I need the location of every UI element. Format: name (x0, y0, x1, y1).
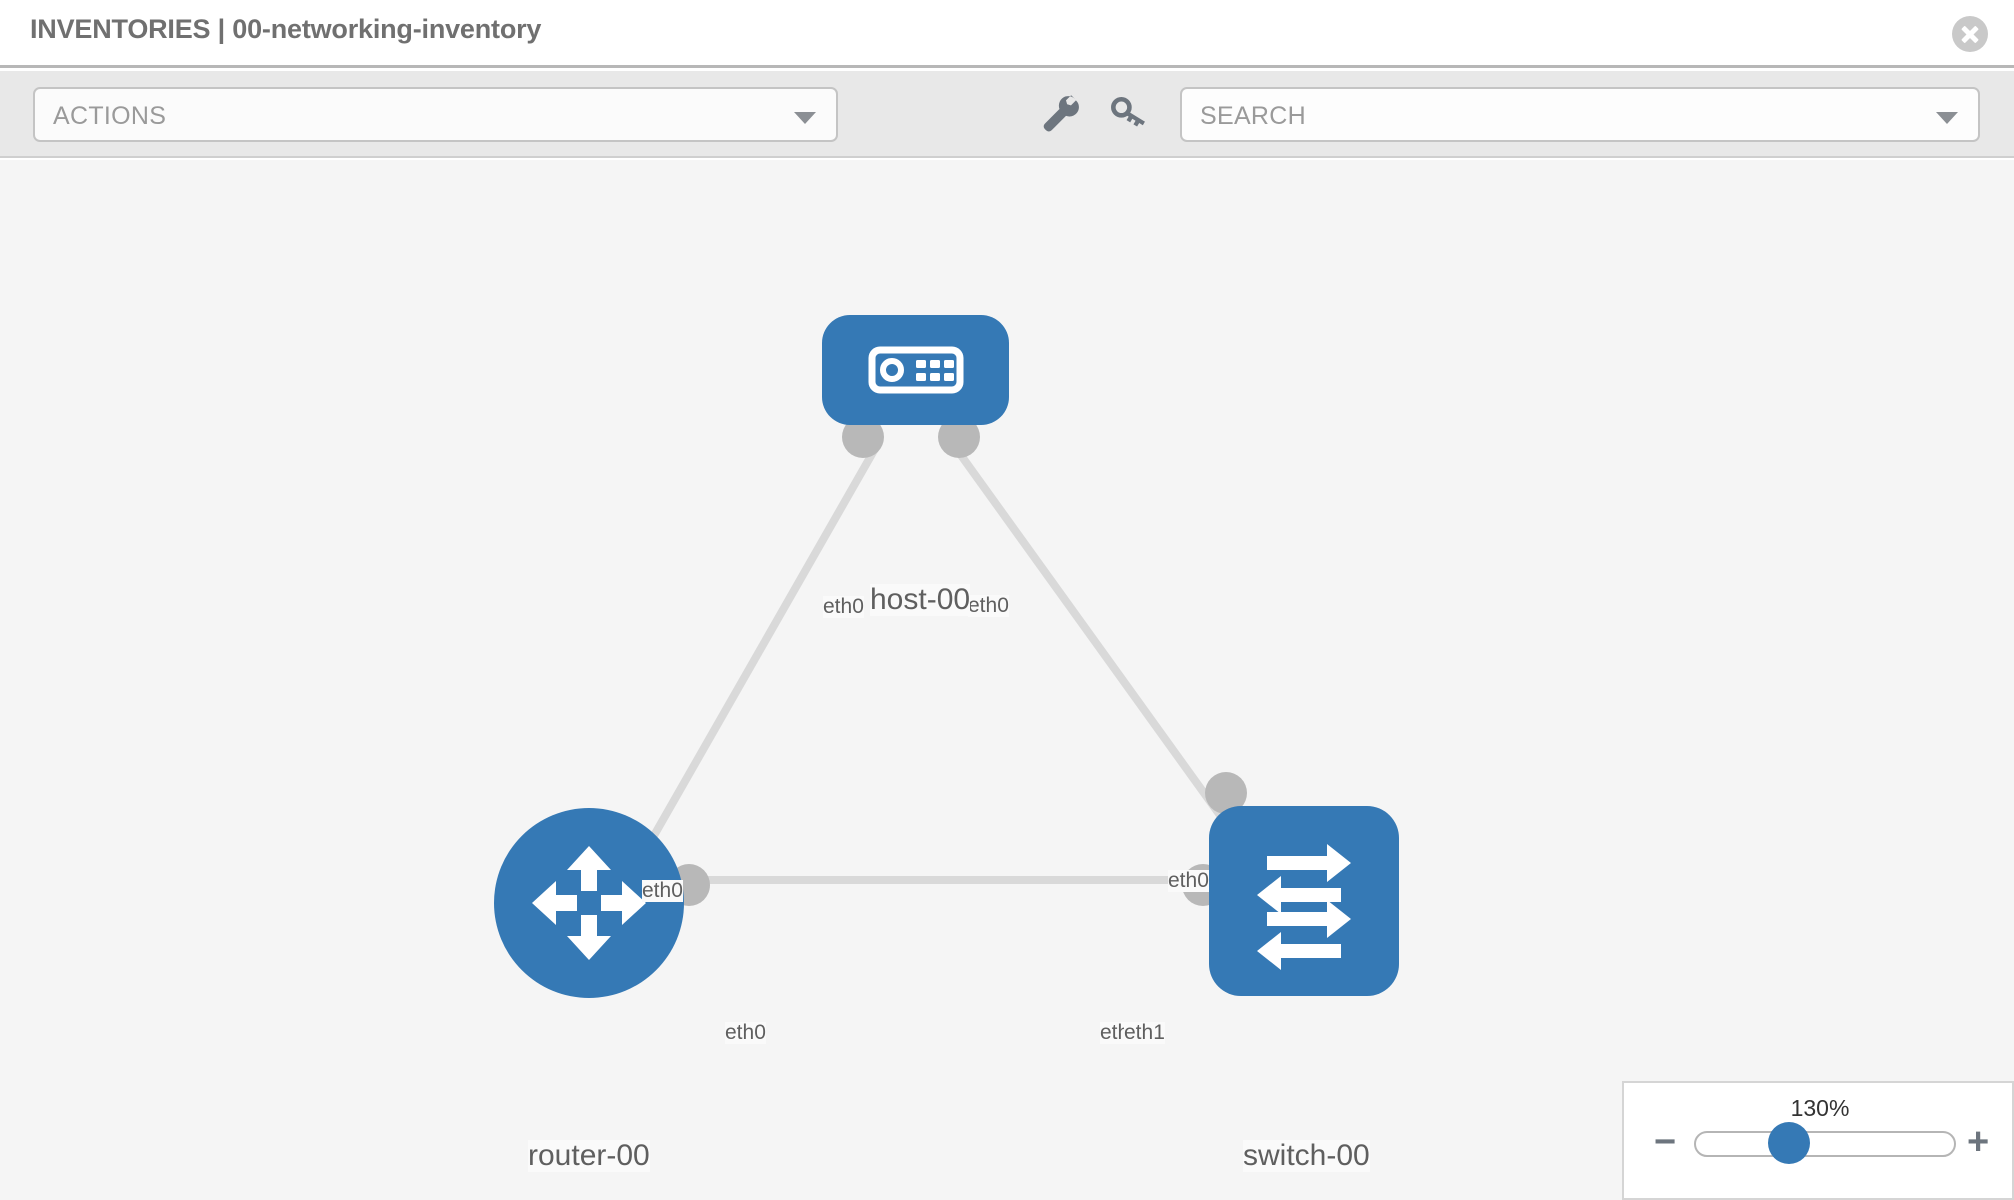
search-placeholder: SEARCH (1200, 102, 1306, 130)
close-icon[interactable] (1952, 16, 1988, 52)
interface-label: eth0 (823, 595, 864, 619)
topology-canvas[interactable]: eth0 eth0 eth0 eth0 eth0 eth0 eth1 host-… (0, 160, 2014, 1200)
link-host-router (636, 438, 884, 862)
node-switch-00[interactable] (1209, 806, 1399, 996)
node-label-host-00: host-00 (870, 583, 971, 616)
node-router-00[interactable] (494, 808, 684, 998)
search-input[interactable]: SEARCH (1180, 87, 1980, 142)
zoom-out-button[interactable]: − (1654, 1121, 1677, 1163)
page-header: INVENTORIES | 00-networking-inventory (0, 0, 2014, 68)
chevron-down-icon[interactable] (1936, 112, 1958, 124)
zoom-percent-label: 130% (1790, 1095, 1850, 1121)
wrench-icon[interactable] (1038, 91, 1084, 137)
zoom-slider-track[interactable] (1694, 1131, 1956, 1157)
interface-label: eth0 (968, 594, 1009, 618)
link-host-switch (946, 437, 1249, 853)
interface-label: eth0 (642, 879, 683, 903)
actions-dropdown-label: ACTIONS (53, 102, 167, 130)
zoom-in-button[interactable]: + (1967, 1121, 1990, 1163)
actions-dropdown[interactable]: ACTIONS (33, 87, 838, 142)
interface-label: eth0 (725, 1021, 766, 1045)
node-label-router-00: router-00 (528, 1139, 650, 1172)
node-label-switch-00: switch-00 (1243, 1139, 1370, 1172)
topology-links (636, 437, 1249, 884)
interface-label: eth1 (1124, 1021, 1165, 1045)
toolbar: ACTIONS SEARCH (0, 71, 2014, 158)
node-host-00[interactable] (822, 315, 1009, 425)
key-icon[interactable] (1107, 91, 1153, 137)
page-title: INVENTORIES | 00-networking-inventory (30, 14, 542, 44)
zoom-slider-thumb[interactable] (1768, 1122, 1810, 1164)
zoom-control-panel: 130% − + (1622, 1081, 2014, 1200)
chevron-down-icon (794, 112, 816, 124)
interface-label: eth0 (1168, 869, 1209, 893)
